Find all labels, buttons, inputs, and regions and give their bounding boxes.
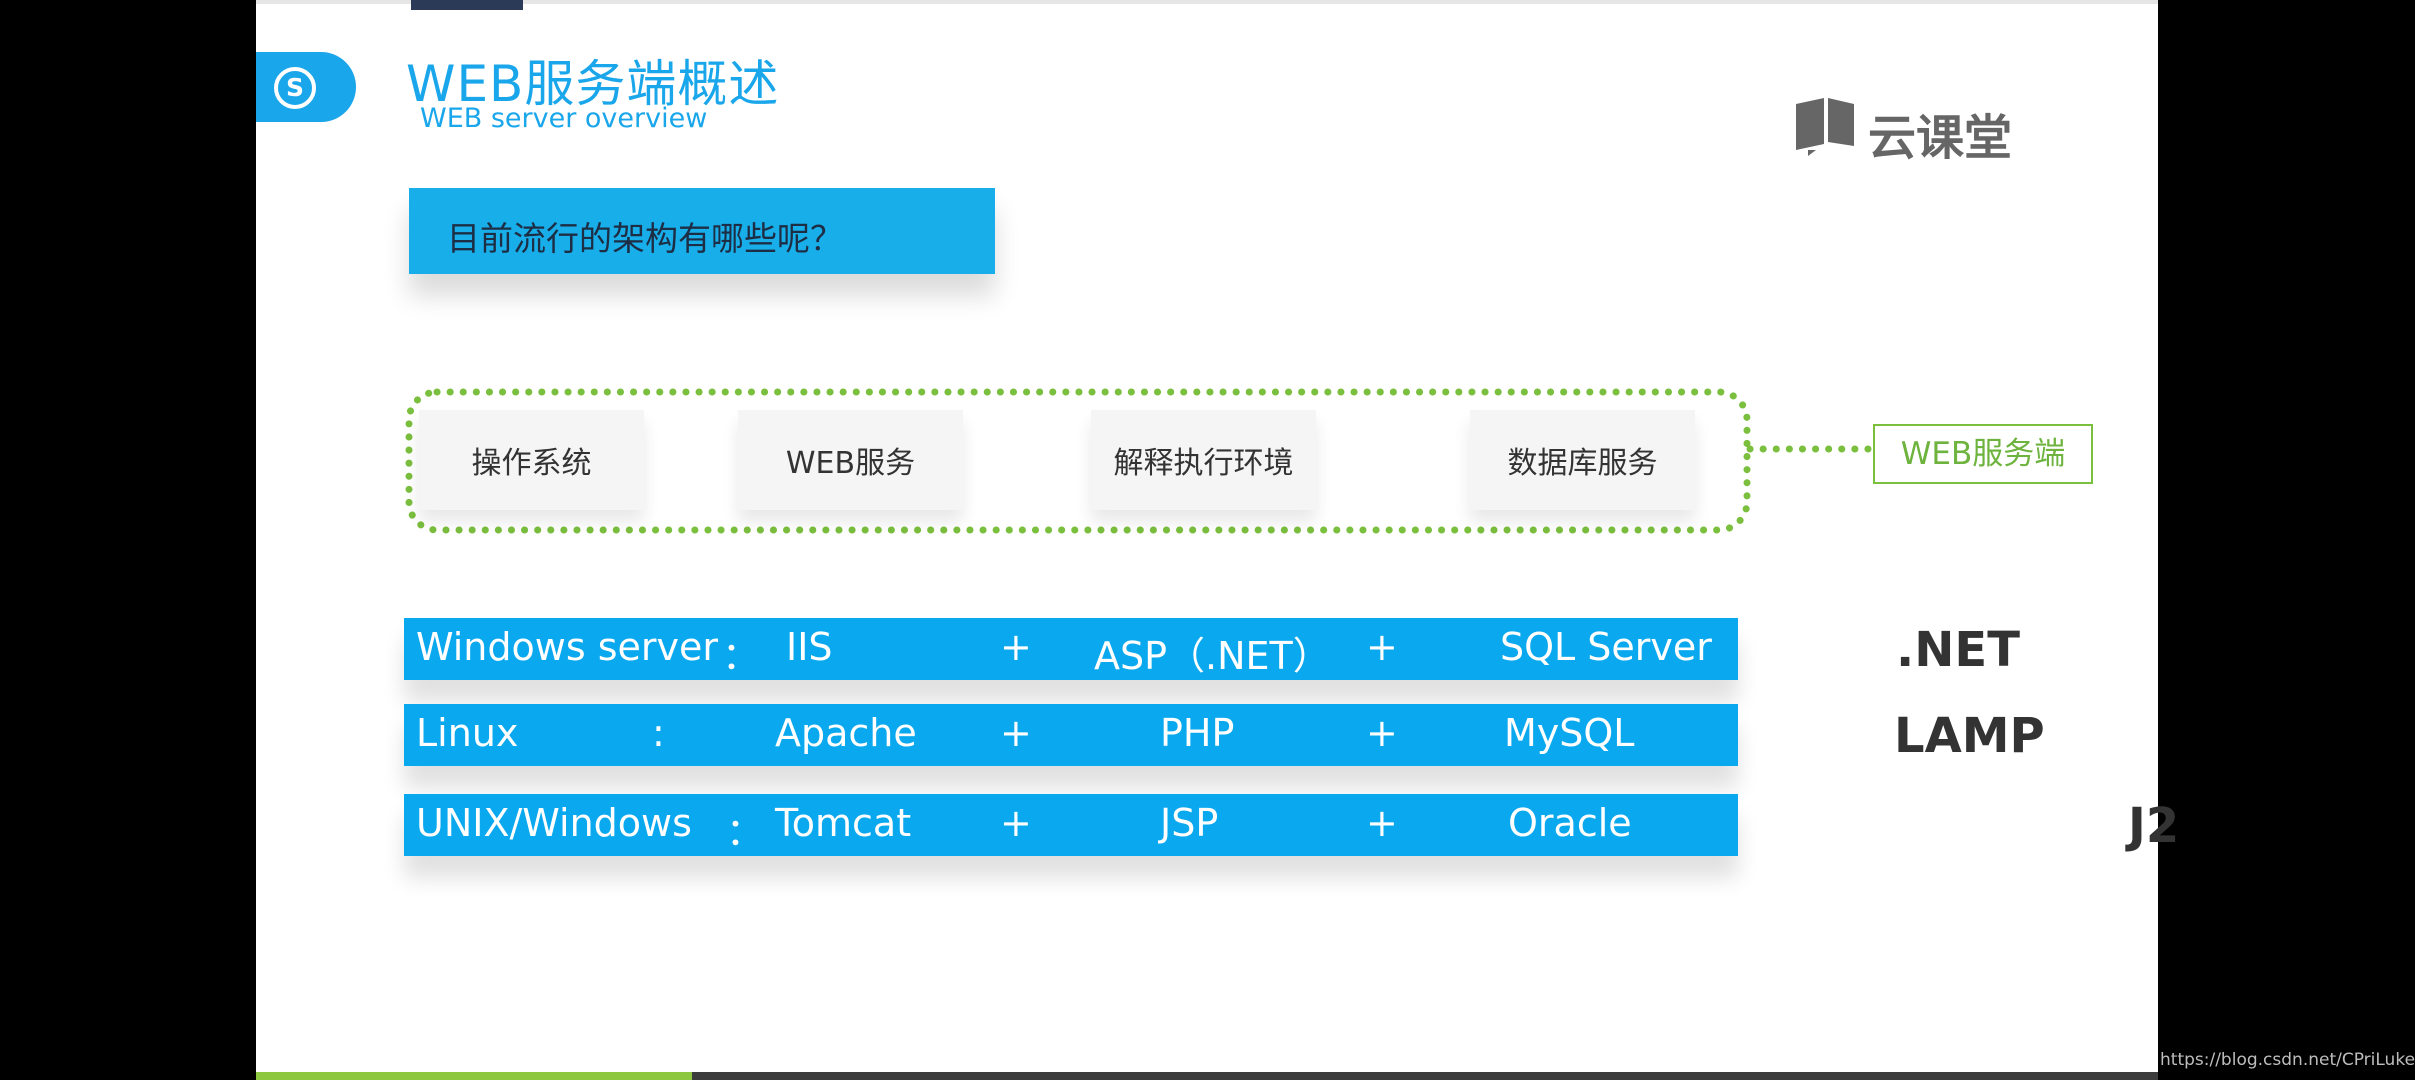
slide: S WEB服务端概述 WEB server overview 云课堂 目前流行的… [256,0,2179,1080]
stack-db: SQL Server [1500,625,1712,669]
stack-colon: : [652,711,665,755]
s-logo-icon: S [274,67,316,109]
top-accent-bar [411,0,523,10]
stack-plus: + [1366,801,1398,845]
component-web-service: WEB服务 [738,410,963,510]
question-text: 目前流行的架构有哪些呢？ [447,219,843,258]
logo-text: 云课堂 [1868,110,2013,166]
stack-os: Windows server [416,625,718,669]
stack-plus: + [1000,711,1032,755]
top-divider [256,0,2158,4]
slide-subtitle: WEB server overview [420,103,708,134]
stack-abbr-j2: J2 [2128,798,2180,854]
stack-abbr-lamp: LAMP [1894,708,2045,764]
stack-row-unix: UNIX/Windows ： Tomcat + JSP + Oracle [404,794,1738,856]
stack-plus: + [1000,625,1032,669]
stack-server: IIS [786,625,833,669]
stack-abbr-net: .NET [1896,622,2020,678]
stack-os: Linux [416,711,519,755]
stack-runtime: PHP [1160,711,1235,755]
section-badge: S [256,52,356,122]
component-database-label: 数据库服务 [1507,446,1658,481]
component-runtime: 解释执行环境 [1091,410,1316,510]
slide-title: WEB服务端概述 [406,55,780,113]
stack-runtime: JSP [1160,801,1219,845]
stack-plus: + [1366,625,1398,669]
component-web-service-label: WEB服务 [785,446,916,481]
stack-plus: + [1366,711,1398,755]
web-server-tag: WEB服务端 [1873,424,2093,484]
stack-server: Apache [775,711,917,755]
stack-server: Tomcat [775,801,912,845]
progress-remaining [692,1072,2158,1080]
question-banner: 目前流行的架构有哪些呢？ [409,188,995,274]
stack-plus: + [1000,801,1032,845]
stack-row-windows: Windows server ： IIS + ASP（.NET） + SQL S… [404,618,1738,680]
book-icon [1796,98,1854,156]
stack-row-linux: Linux : Apache + PHP + MySQL [404,704,1738,766]
component-os: 操作系统 [419,410,644,510]
stack-db: Oracle [1508,801,1632,845]
stack-colon: ： [726,810,765,854]
component-os-label: 操作系统 [471,446,592,481]
stack-os: UNIX/Windows [416,801,692,845]
component-database: 数据库服务 [1470,410,1695,510]
stack-runtime: ASP（.NET） [1094,634,1331,678]
stack-colon: ： [722,634,761,678]
progress-played [256,1072,692,1080]
brand-logo: 云课堂 [1794,92,2094,166]
component-runtime-label: 解释执行环境 [1113,446,1294,481]
watermark-url: https://blog.csdn.net/CPriLuke [2160,1050,2415,1070]
stack-db: MySQL [1504,711,1635,755]
